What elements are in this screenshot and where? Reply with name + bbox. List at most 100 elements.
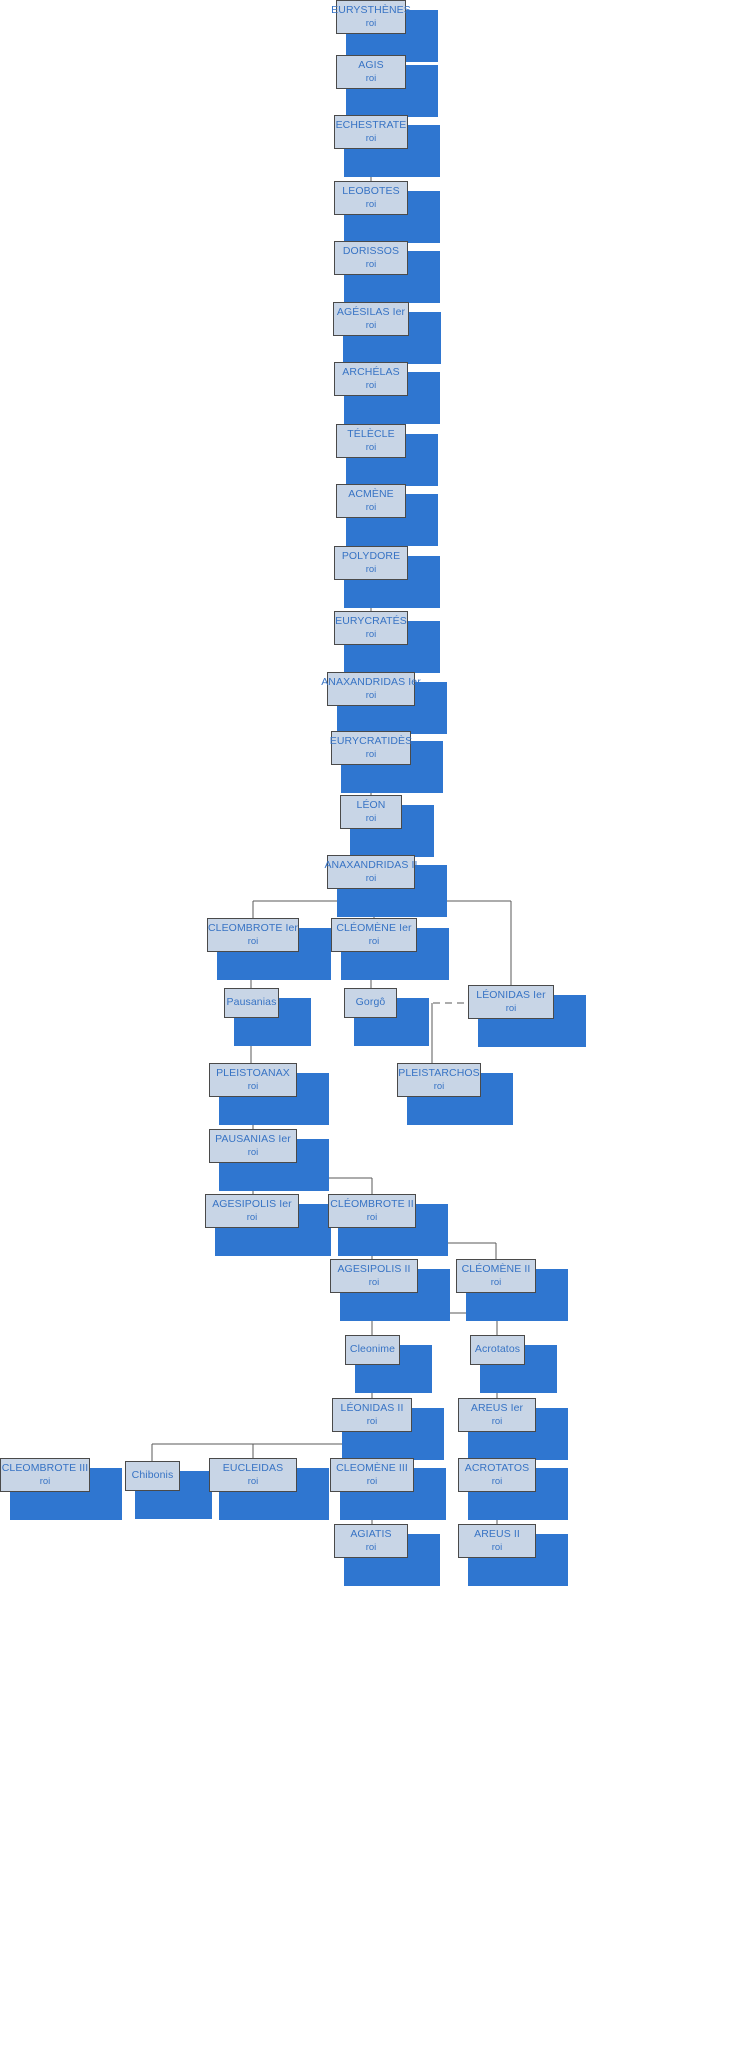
node-role: roi	[368, 936, 380, 948]
node-name: LÉON	[356, 799, 386, 811]
node-role: roi	[247, 936, 259, 948]
node-role: roi	[505, 1003, 517, 1015]
node-name: CLEOMBROTE Ier	[207, 922, 299, 934]
node-role: roi	[39, 1476, 51, 1488]
node-role: roi	[490, 1277, 502, 1289]
node-role: roi	[365, 502, 377, 514]
node-name: PLEISTOANAX	[216, 1067, 290, 1079]
node-name: ARCHÉLAS	[342, 366, 400, 378]
node-role: roi	[433, 1081, 445, 1093]
node-acrotatos_k[interactable]: ACROTATOS roi	[458, 1458, 536, 1492]
node-eurycrates[interactable]: EURYCRATÉS roi	[334, 611, 408, 645]
node-acmene[interactable]: ACMÈNE roi	[336, 484, 406, 518]
node-name: Cleonime	[349, 1343, 396, 1356]
node-chibonis[interactable]: Chibonis	[125, 1461, 180, 1491]
node-areus2[interactable]: AREUS II roi	[458, 1524, 536, 1558]
node-name: DORISSOS	[342, 245, 400, 257]
node-name: Chibonis	[131, 1469, 174, 1482]
node-role: roi	[365, 380, 377, 392]
node-role: roi	[365, 690, 377, 702]
node-name: AREUS II	[474, 1528, 520, 1540]
node-gorgo[interactable]: Gorgô	[344, 988, 397, 1018]
node-role: roi	[366, 1416, 378, 1428]
node-role: roi	[365, 749, 377, 761]
node-role: roi	[247, 1147, 259, 1159]
node-polydore[interactable]: POLYDORE roi	[334, 546, 408, 580]
node-name: AGÉSILAS Ier	[336, 306, 406, 318]
node-pleistarchos[interactable]: PLEISTARCHOS roi	[397, 1063, 481, 1097]
node-name: EURYCRATÉS	[335, 615, 407, 627]
node-name: LEOBOTES	[342, 185, 400, 197]
node-name: Acrotatos	[474, 1343, 521, 1356]
node-name: ANAXANDRIDAS II	[324, 859, 418, 871]
node-agesipolis2[interactable]: AGESIPOLIS II roi	[330, 1259, 418, 1293]
node-name: EUCLEIDAS	[222, 1462, 284, 1474]
node-leon[interactable]: LÉON roi	[340, 795, 402, 829]
node-name: CLÉOMÈNE II	[461, 1263, 531, 1275]
node-cleomene2[interactable]: CLÉOMÈNE II roi	[456, 1259, 536, 1293]
node-dorissos[interactable]: DORISSOS roi	[334, 241, 408, 275]
node-role: roi	[365, 18, 377, 30]
node-acrotatos_l[interactable]: Acrotatos	[470, 1335, 525, 1365]
node-echestrate[interactable]: ECHESTRATE roi	[334, 115, 408, 149]
node-role: roi	[368, 1277, 380, 1289]
node-pausanias[interactable]: Pausanias	[224, 988, 279, 1018]
node-eurycratides[interactable]: EURYCRATIDÈS roi	[329, 731, 413, 765]
node-name: CLEOMBROTE III	[1, 1462, 89, 1474]
node-role: roi	[365, 813, 377, 825]
node-role: roi	[491, 1542, 503, 1554]
node-areus1[interactable]: AREUS Ier roi	[458, 1398, 536, 1432]
node-name: AGESIPOLIS Ier	[212, 1198, 292, 1210]
node-cleombrote3[interactable]: CLEOMBROTE III roi	[0, 1458, 90, 1492]
node-name: EURYCRATIDÈS	[329, 735, 413, 747]
node-name: AGIS	[358, 59, 384, 71]
node-eucleidas[interactable]: EUCLEIDAS roi	[209, 1458, 297, 1492]
node-role: roi	[365, 320, 377, 332]
node-role: roi	[365, 442, 377, 454]
node-pleistoanax[interactable]: PLEISTOANAX roi	[209, 1063, 297, 1097]
node-agesilas1[interactable]: AGÉSILAS Ier roi	[333, 302, 409, 336]
node-anaxandridas2[interactable]: ANAXANDRIDAS II roi	[324, 855, 418, 889]
node-agesipolis1[interactable]: AGESIPOLIS Ier roi	[205, 1194, 299, 1228]
node-role: roi	[365, 1542, 377, 1554]
node-name: ACMÈNE	[348, 488, 394, 500]
node-role: roi	[247, 1476, 259, 1488]
node-name: POLYDORE	[341, 550, 401, 562]
node-name: Pausanias	[226, 996, 277, 1009]
node-name: AREUS Ier	[470, 1402, 524, 1414]
node-role: roi	[491, 1416, 503, 1428]
node-role: roi	[365, 133, 377, 145]
node-cleonime[interactable]: Cleonime	[345, 1335, 400, 1365]
node-role: roi	[365, 564, 377, 576]
node-cleombrote1[interactable]: CLEOMBROTE Ier roi	[207, 918, 299, 952]
node-archelas[interactable]: ARCHÉLAS roi	[334, 362, 408, 396]
node-role: roi	[247, 1081, 259, 1093]
node-leonidas1[interactable]: LÉONIDAS Ier roi	[468, 985, 554, 1019]
node-role: roi	[365, 873, 377, 885]
node-name: CLEOMÈNE III	[336, 1462, 408, 1474]
node-role: roi	[365, 629, 377, 641]
node-name: PLEISTARCHOS	[398, 1067, 480, 1079]
node-name: LÉONIDAS Ier	[476, 989, 546, 1001]
node-name: CLÉOMBROTE II	[330, 1198, 414, 1210]
node-role: roi	[246, 1212, 258, 1224]
node-name: ECHESTRATE	[335, 119, 407, 131]
node-name: TÉLÈCLE	[347, 428, 395, 440]
node-telecle[interactable]: TÉLÈCLE roi	[336, 424, 406, 458]
node-name: ACROTATOS	[464, 1462, 530, 1474]
node-role: roi	[365, 259, 377, 271]
node-role: roi	[491, 1476, 503, 1488]
node-leonidas2[interactable]: LÉONIDAS II roi	[332, 1398, 412, 1432]
node-name: AGESIPOLIS II	[337, 1263, 411, 1275]
node-name: LÉONIDAS II	[340, 1402, 404, 1414]
node-name: Gorgô	[355, 996, 386, 1009]
